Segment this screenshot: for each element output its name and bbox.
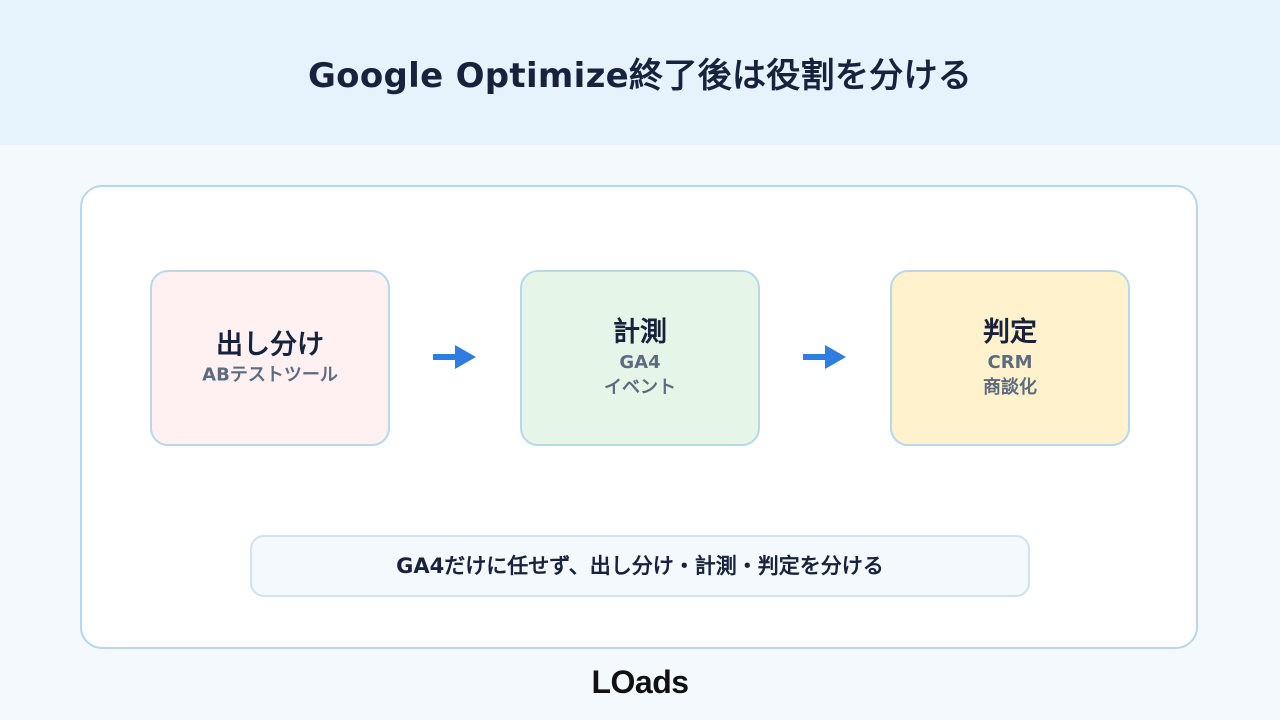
step-title: 計測 (613, 317, 667, 348)
arrow-shaft (803, 354, 829, 360)
arrow-head (455, 345, 476, 369)
step-title: 判定 (983, 317, 1037, 348)
step-box-measurement: 計測 GA4 イベント (520, 270, 760, 446)
brand-logo: LOads (591, 664, 689, 700)
step-subtitle: 商談化 (983, 377, 1037, 398)
step-content: 判定 CRM 商談化 (892, 316, 1128, 400)
step-box-delivery: 出し分け ABテストツール (150, 270, 390, 446)
arrow-shaft (433, 354, 459, 360)
arrow-head (825, 345, 846, 369)
step-subtitle: ABテストツール (202, 364, 338, 386)
step-content: 出し分け ABテストツール (152, 329, 388, 388)
page-title: Google Optimize終了後は役割を分ける (307, 56, 973, 96)
summary-note: GA4だけに任せず、出し分け・計測・判定を分ける (250, 535, 1030, 597)
step-title: 出し分け (216, 329, 324, 361)
step-subtitle: CRM (987, 352, 1033, 373)
step-subtitle: GA4 (619, 352, 661, 373)
step-box-judgement: 判定 CRM 商談化 (890, 270, 1130, 446)
step-content: 計測 GA4 イベント (522, 316, 758, 400)
arrow-right-icon (803, 345, 846, 369)
step-subtitle: イベント (604, 377, 676, 398)
header-band (0, 0, 1280, 145)
arrow-right-icon (433, 345, 476, 369)
